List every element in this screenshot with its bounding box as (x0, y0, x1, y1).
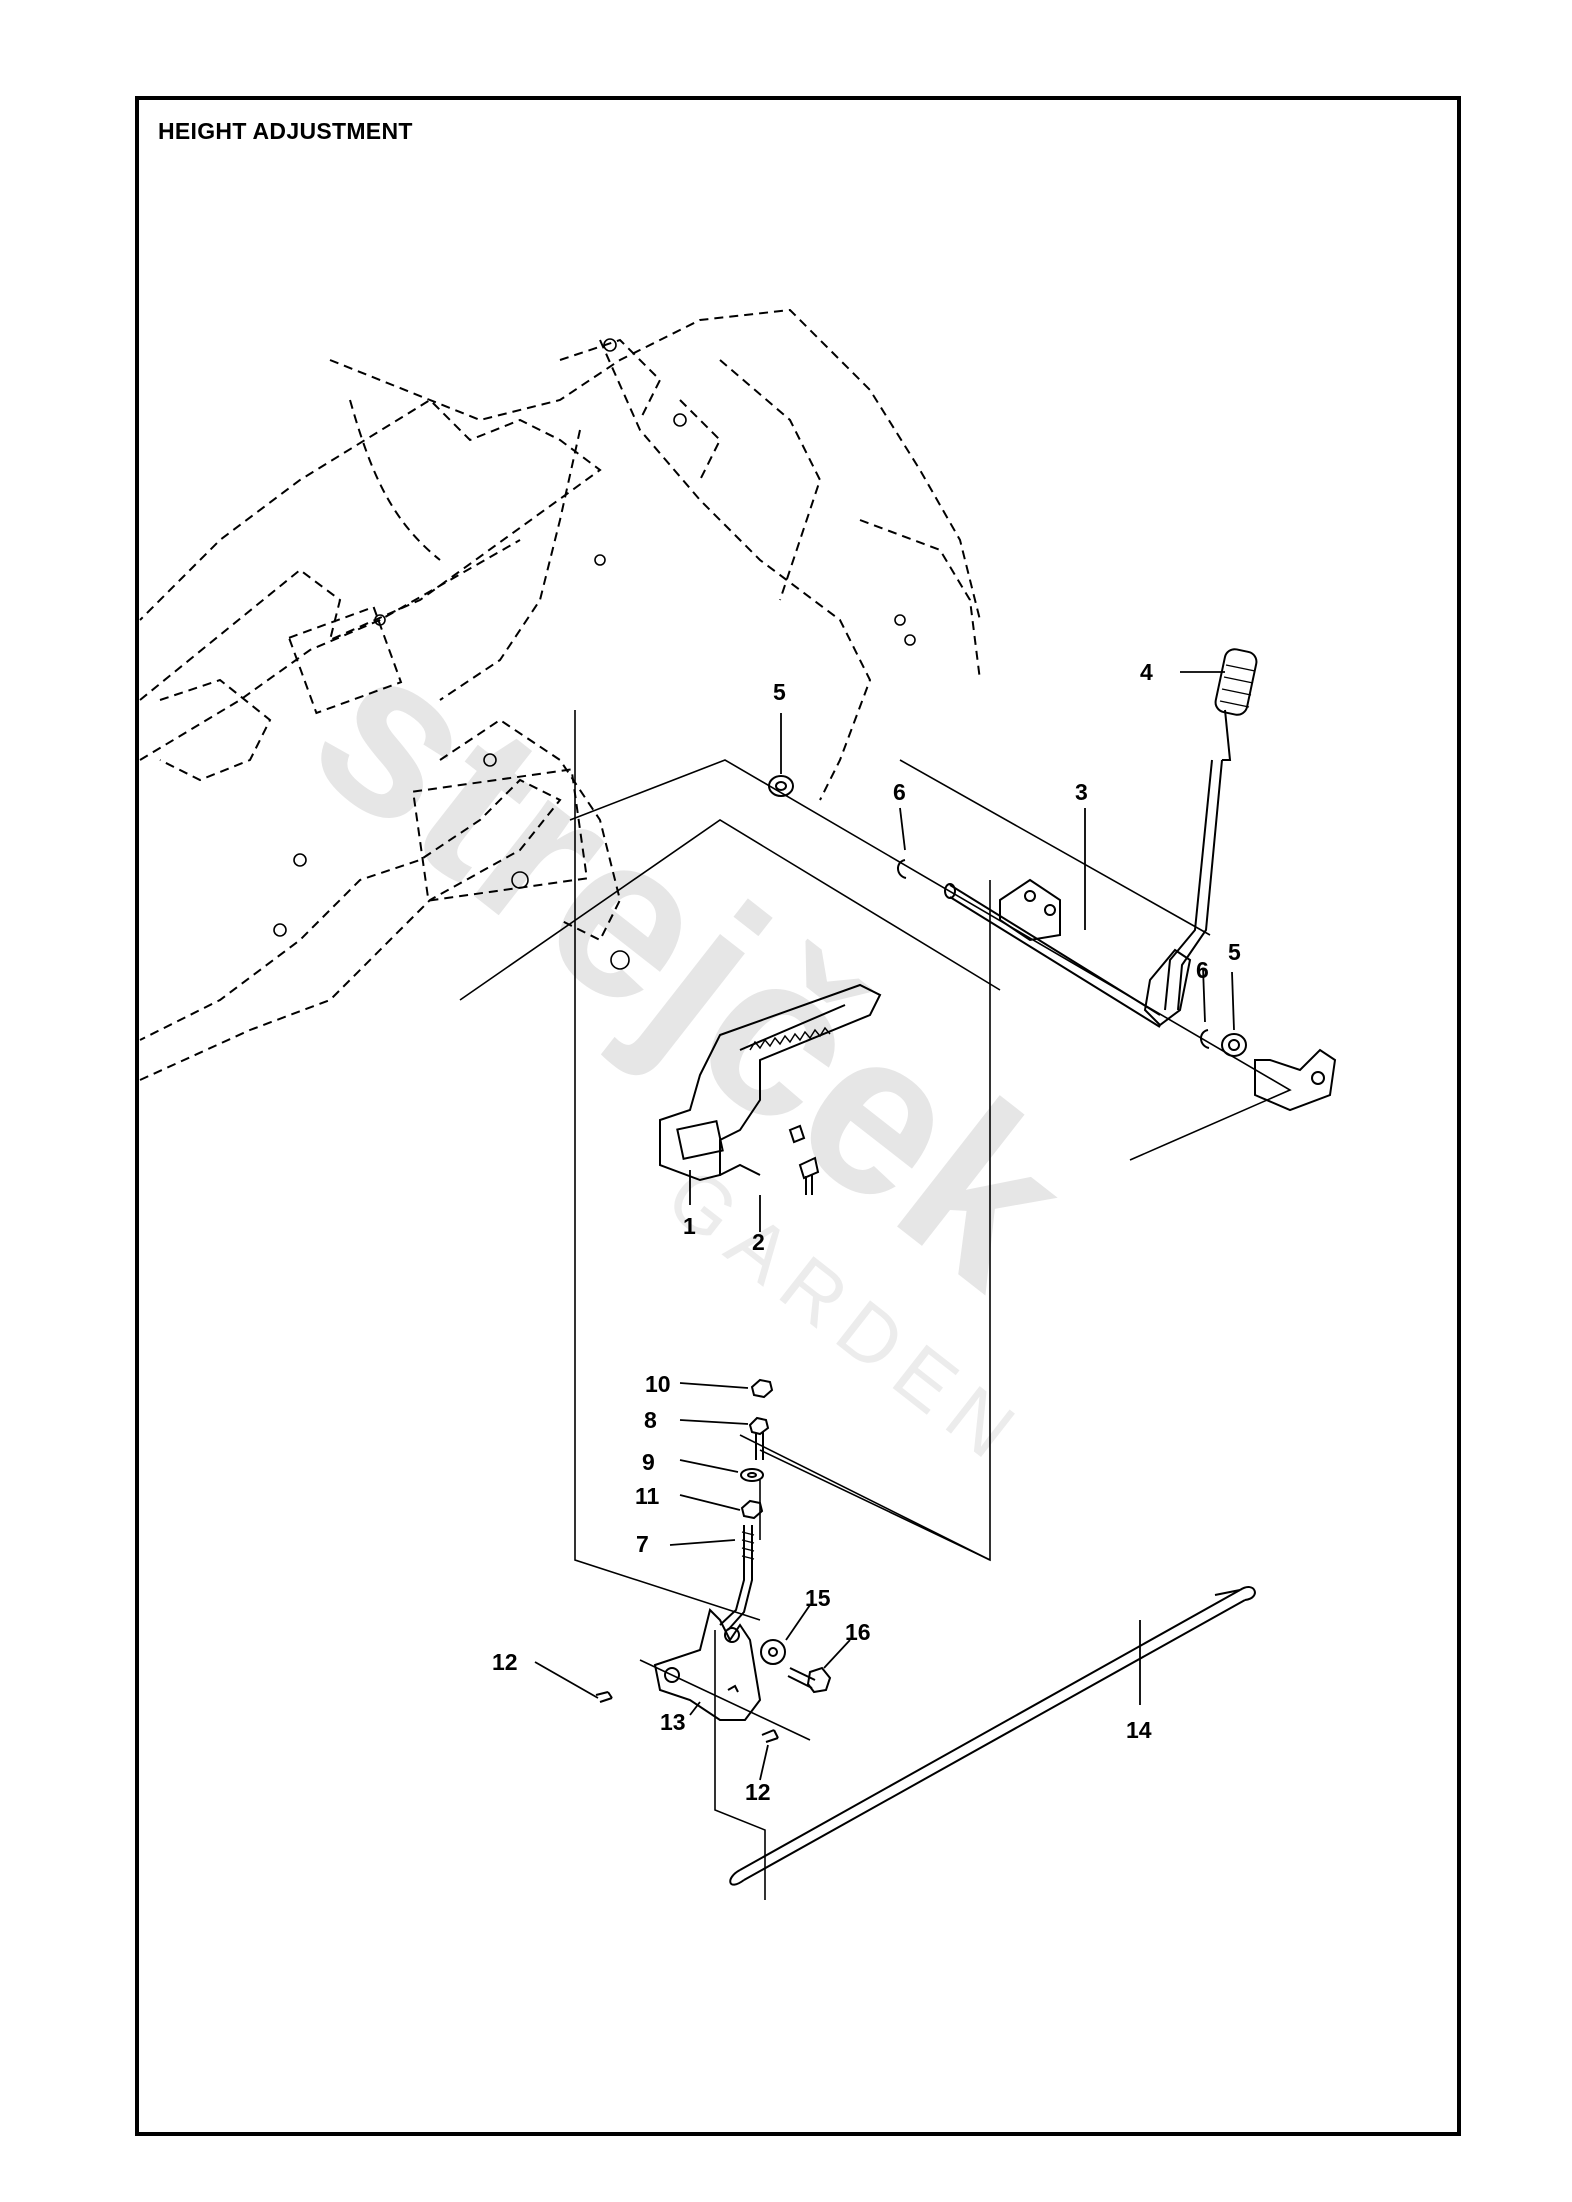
callout-11: 11 (635, 1483, 660, 1509)
callout-4: 4 (1140, 659, 1153, 685)
tractor-frame (139, 308, 981, 1081)
callout-12-left: 12 (492, 1649, 518, 1675)
callout-10: 10 (645, 1371, 671, 1397)
callout-5-lower: 5 (1228, 939, 1241, 965)
part-4-lever (1143, 648, 1258, 1027)
callout-13: 13 (660, 1709, 686, 1735)
callout-12-right: 12 (745, 1779, 771, 1805)
part-2-bolt (788, 1124, 820, 1195)
callout-1: 1 (683, 1213, 696, 1239)
part-6-clip-lower (1200, 1029, 1210, 1049)
part-9-washer (740, 1468, 764, 1482)
part-8-bolt (748, 1416, 770, 1460)
callout-2: 2 (752, 1229, 765, 1255)
part-10-nut (750, 1378, 774, 1399)
watermark-logo: strejček GARDEN (270, 596, 1114, 1483)
notch-icon (749, 1026, 831, 1051)
part-14-rod (729, 1586, 1256, 1886)
part-1-bracket (659, 983, 882, 1182)
part-12-pin-left (595, 1691, 613, 1703)
assembly-lines (459, 710, 1292, 1900)
callout-15: 15 (805, 1585, 831, 1611)
callout-3: 3 (1075, 779, 1088, 805)
callout-6-lower: 6 (1196, 957, 1209, 983)
callout-8: 8 (644, 1407, 657, 1433)
callout-16: 16 (845, 1619, 871, 1645)
part-7-threaded-rod (719, 1525, 755, 1631)
part-15-washer (760, 1639, 786, 1665)
callout-labels: 1 2 3 4 5 5 6 6 7 8 9 10 11 12 12 13 14 … (492, 659, 1241, 1805)
page-title: HEIGHT ADJUSTMENT (158, 118, 413, 144)
part-6-clip-upper (897, 859, 907, 879)
callout-9: 9 (642, 1449, 655, 1475)
callout-7: 7 (636, 1531, 649, 1557)
part-5-bushing-lower (1221, 1033, 1247, 1057)
callout-6-upper: 6 (893, 779, 906, 805)
drawing-frame (135, 96, 1461, 2136)
callout-14: 14 (1126, 1717, 1152, 1743)
part-16-bolt (787, 1666, 832, 1694)
rod-end-bracket (1254, 1048, 1337, 1112)
part-11-nut (740, 1499, 764, 1520)
leader-lines (534, 671, 1235, 1781)
callout-5-upper: 5 (773, 679, 786, 705)
part-12-pin-right (761, 1729, 779, 1743)
part-13-lever-bracket (653, 1608, 762, 1721)
knob-grip-icon (1219, 664, 1256, 708)
frame-details (273, 338, 916, 970)
part-3-rod (944, 878, 1161, 1028)
part-5-bushing-upper (768, 775, 794, 797)
